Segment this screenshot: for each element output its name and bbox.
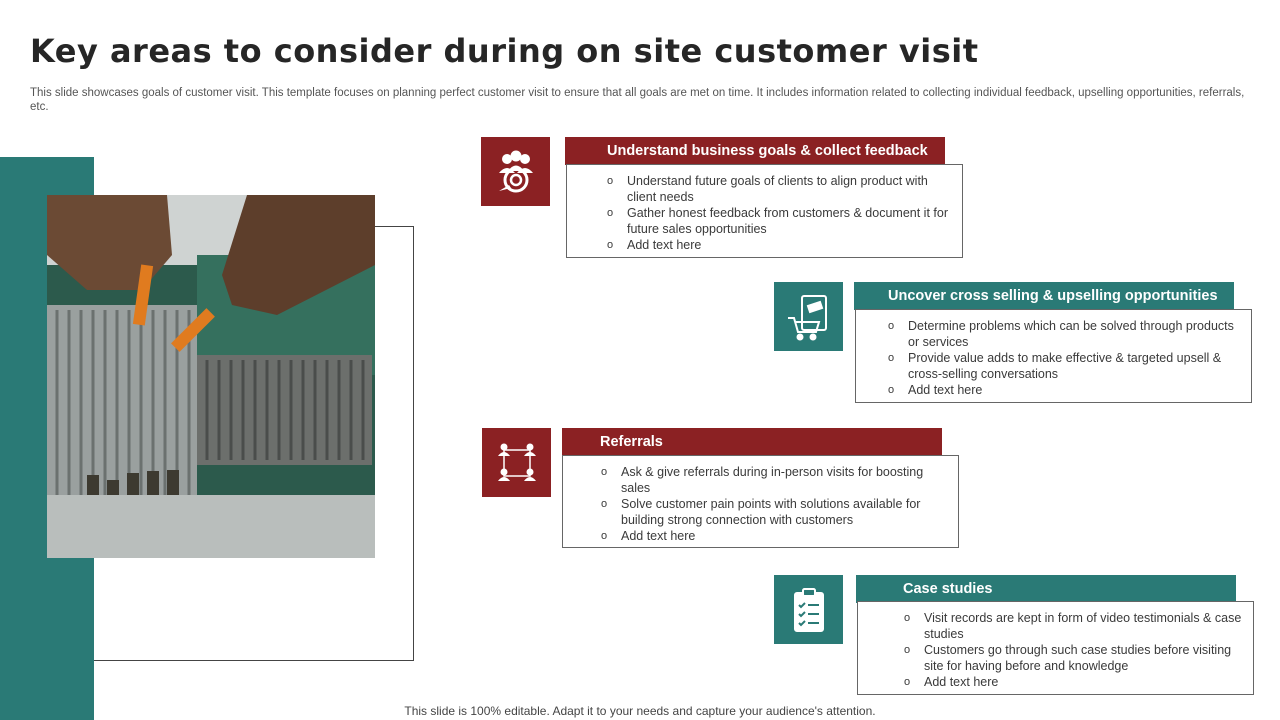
slide-subtitle: This slide showcases goals of customer v…: [30, 87, 1245, 113]
clipboard-checklist-icon: [774, 575, 843, 644]
list-item: Add text here: [607, 237, 952, 253]
section-header-goals: Understand business goals & collect feed…: [565, 137, 945, 165]
slide-title: Key areas to consider during on site cus…: [30, 32, 979, 70]
list-item: Add text here: [904, 674, 1243, 690]
list-item: Determine problems which can be solved t…: [888, 318, 1241, 350]
circuit-board-photo: [47, 195, 375, 558]
list-item: Ask & give referrals during in-person vi…: [601, 464, 948, 496]
section-header-upselling: Uncover cross selling & upselling opport…: [854, 282, 1234, 310]
network-people-icon: [482, 428, 551, 497]
list-item: Understand future goals of clients to al…: [607, 173, 952, 205]
section-header-referrals: Referrals: [562, 428, 942, 456]
list-item: Add text here: [601, 528, 948, 544]
list-item: Solve customer pain points with solution…: [601, 496, 948, 528]
list-item: Visit records are kept in form of video …: [904, 610, 1243, 642]
section-header-case-studies: Case studies: [856, 575, 1236, 603]
list-item: Provide value adds to make effective & t…: [888, 350, 1241, 382]
section-card-referrals: Ask & give referrals during in-person vi…: [562, 455, 959, 548]
slide-footer: This slide is 100% editable. Adapt it to…: [404, 704, 876, 718]
list-item: Add text here: [888, 382, 1241, 398]
section-card-upselling: Determine problems which can be solved t…: [855, 309, 1252, 403]
section-card-case-studies: Visit records are kept in form of video …: [857, 601, 1254, 695]
section-card-goals: Understand future goals of clients to al…: [566, 164, 963, 258]
list-item: Gather honest feedback from customers & …: [607, 205, 952, 237]
team-target-icon: [481, 137, 550, 206]
cart-sale-tag-icon: [774, 282, 843, 351]
list-item: Customers go through such case studies b…: [904, 642, 1243, 674]
